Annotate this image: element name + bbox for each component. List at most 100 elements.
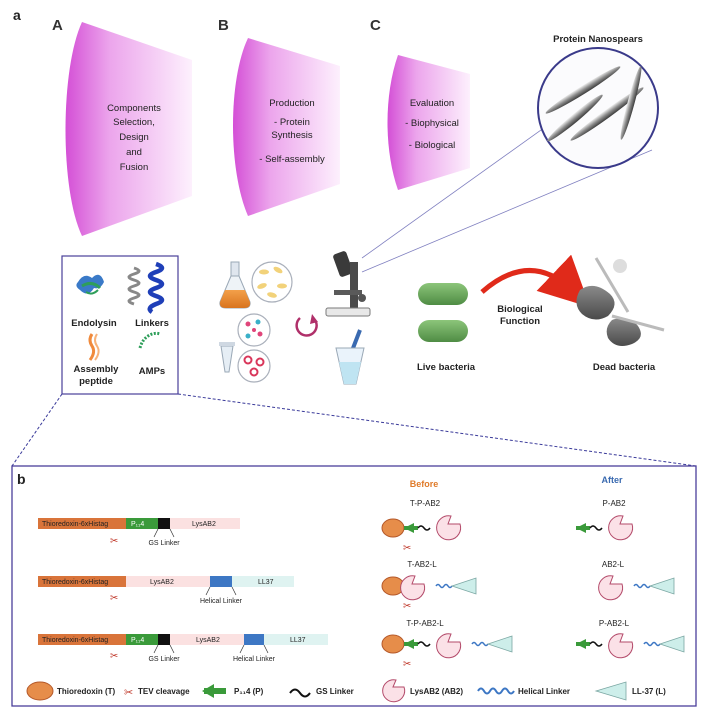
- before-tev-icon-2: ✂: [403, 601, 411, 612]
- construct-1-p114: P₁₁4: [131, 521, 144, 528]
- before-tev-icon-1: ✂: [403, 543, 411, 554]
- legend-tev-label: TEV cleavage: [138, 687, 190, 696]
- assembly-label-1: Assembly: [74, 364, 120, 375]
- after-label-3: P-AB2-L: [599, 619, 630, 628]
- after-p-ab2-l: P-AB2-L: [576, 619, 685, 659]
- legend-ll37-label: LL-37 (L): [632, 687, 666, 696]
- biological-function-arrow: [480, 254, 591, 308]
- construct-1-tev-icon: ✂: [110, 536, 118, 547]
- dead-bacteria-icon: [576, 257, 665, 346]
- microscope-icon: [325, 251, 371, 317]
- before-tev-icon-3: ✂: [403, 659, 411, 670]
- construct-3: Thioredoxin-6xHistag P₁₁4 LysAB2 LL37 GS…: [38, 634, 328, 663]
- endolysin-label: Endolysin: [71, 318, 117, 329]
- construct-2: Thioredoxin-6xHistag LysAB2 LL37 Helical…: [38, 576, 294, 605]
- legend-helical-label: Helical Linker: [518, 687, 570, 696]
- stage-a-funnel: A Components Selection, Design and Fusio…: [52, 17, 192, 236]
- panel-b-label: b: [17, 471, 26, 487]
- pipette-tube-icon: [335, 329, 365, 385]
- production-illustrations: [219, 261, 318, 383]
- construct-1: Thioredoxin-6xHistag P₁₁4 LysAB2 GS Link…: [38, 518, 240, 547]
- after-label-1: P-AB2: [602, 499, 626, 508]
- stage-a-line-3: Design: [119, 132, 149, 143]
- construct-3-helical-annot: Helical Linker: [233, 656, 276, 663]
- stage-c-letter: C: [370, 17, 381, 34]
- legend-p114-label: P₁₁4 (P): [234, 687, 264, 696]
- assembly-label-2: peptide: [79, 376, 113, 387]
- zoom-connector-left: [11, 393, 63, 467]
- before-t-ab2-l: T-AB2-L ✂: [381, 560, 477, 612]
- legend-lysab2-label: LysAB2 (AB2): [410, 687, 463, 696]
- construct-3-ll37: LL37: [290, 637, 306, 644]
- before-label-1: T-P-AB2: [410, 499, 441, 508]
- linkers-label: Linkers: [135, 318, 169, 329]
- stage-b-funnel: B Production - Protein Synthesis - Self-…: [218, 17, 340, 216]
- stage-a-line-4: and: [126, 147, 142, 158]
- construct-3-lys: LysAB2: [196, 637, 220, 644]
- function-label-2: Function: [500, 316, 540, 327]
- nanospear-fibers: [545, 66, 644, 142]
- dead-bacteria-label: Dead bacteria: [593, 362, 656, 373]
- before-label-3: T-P-AB2-L: [406, 619, 444, 628]
- construct-2-trx: Thioredoxin-6xHistag: [42, 579, 108, 586]
- before-label-2: T-AB2-L: [407, 560, 437, 569]
- construct-3-gs-annot: GS Linker: [148, 656, 180, 663]
- construct-1-lys: LysAB2: [192, 521, 216, 528]
- construct-3-trx: Thioredoxin-6xHistag: [42, 637, 108, 644]
- function-label-1: Biological: [497, 304, 542, 315]
- legend-helical-icon: [477, 687, 515, 695]
- stage-b-line-2: - Protein: [274, 117, 310, 128]
- after-heading: After: [601, 475, 622, 485]
- assembly-peptide-icon: [88, 333, 100, 361]
- flask-icon: [219, 261, 251, 309]
- legend-thioredoxin-label: Thioredoxin (T): [57, 687, 116, 696]
- legend-gs-icon: [289, 688, 311, 698]
- assembly-dish-icon: [237, 349, 271, 383]
- cycle-arrow-icon: [295, 314, 318, 337]
- legend: Thioredoxin (T) ✂ TEV cleavage P₁₁4 (P) …: [26, 679, 666, 703]
- construct-2-lys: LysAB2: [150, 579, 174, 586]
- stage-b-line-3: Synthesis: [271, 130, 312, 141]
- amps-label: AMPs: [139, 366, 165, 377]
- construct-1-gs-annot: GS Linker: [148, 540, 180, 547]
- construct-3-p114: P₁₁4: [131, 637, 144, 644]
- stage-c-line-2: - Biophysical: [405, 118, 459, 129]
- live-bacteria-label: Live bacteria: [417, 362, 476, 373]
- components-box: Endolysin Linkers Assembly peptide AMPs: [61, 255, 179, 395]
- panel-a-label: a: [13, 7, 21, 23]
- legend-thioredoxin-icon: [26, 681, 54, 701]
- nanospears-zoom: Protein Nanospears: [361, 34, 659, 273]
- protein-dish-icon: [237, 313, 271, 347]
- before-heading: Before: [410, 479, 439, 489]
- linkers-icon: [127, 261, 165, 314]
- after-p-ab2: P-AB2: [576, 499, 634, 541]
- zoom-connector-right: [177, 393, 697, 467]
- stage-a-line-1: Components: [107, 103, 161, 114]
- legend-ll37-icon: [594, 681, 627, 701]
- construct-1-trx: Thioredoxin-6xHistag: [42, 521, 108, 528]
- stage-b-letter: B: [218, 17, 229, 34]
- nanospears-title: Protein Nanospears: [553, 34, 643, 45]
- legend-lysab2-icon: [382, 679, 406, 703]
- after-ab2-l: AB2-L: [598, 560, 675, 601]
- endolysin-icon: [76, 274, 104, 295]
- stage-a-line-2: Selection,: [113, 117, 155, 128]
- before-t-p-ab2: T-P-AB2 ✂: [381, 499, 462, 554]
- live-bacteria-icon: [418, 283, 468, 342]
- stage-a-line-5: Fusion: [120, 162, 149, 173]
- construct-2-tev-icon: ✂: [110, 593, 118, 604]
- stage-c-funnel: C Evaluation - Biophysical - Biological: [370, 17, 470, 190]
- construct-2-helical-annot: Helical Linker: [200, 598, 243, 605]
- construct-2-ll37: LL37: [258, 579, 274, 586]
- legend-gs-label: GS Linker: [316, 687, 354, 696]
- stage-b-line-1: Production: [269, 98, 314, 109]
- tube-icon-left: [219, 342, 235, 373]
- culture-dish-icon: [251, 261, 293, 303]
- amps-icon: [138, 331, 161, 349]
- stage-c-line-1: Evaluation: [410, 98, 454, 109]
- after-label-2: AB2-L: [602, 560, 625, 569]
- construct-3-tev-icon: ✂: [110, 651, 118, 662]
- stage-c-line-3: - Biological: [409, 140, 455, 151]
- stage-a-letter: A: [52, 17, 63, 34]
